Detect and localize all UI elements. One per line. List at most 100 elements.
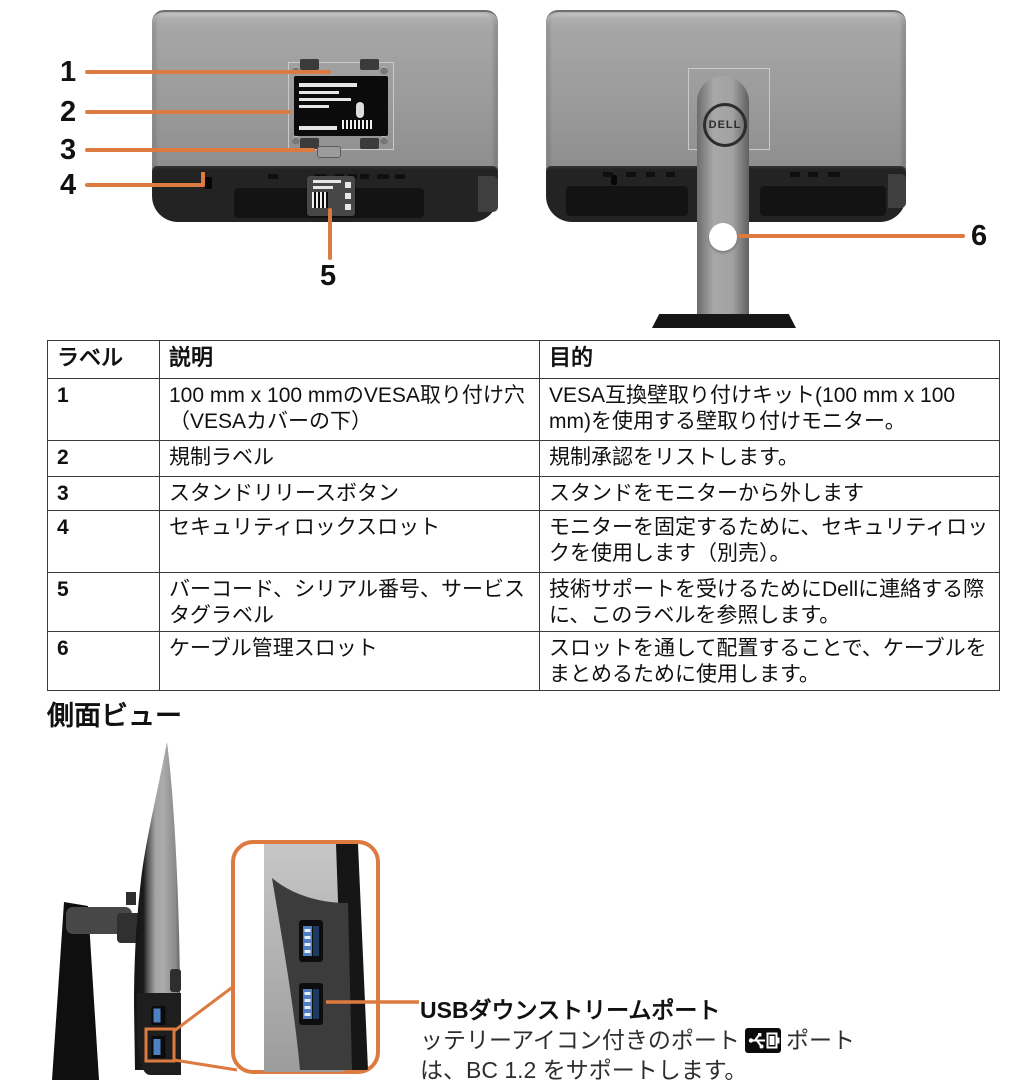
port-recess [566, 186, 688, 216]
vesa-screw-hole [380, 136, 388, 144]
cell-description: セキュリティロックスロット [159, 510, 540, 573]
usb-pin [304, 943, 311, 946]
callout-line-3 [85, 148, 315, 152]
label-barcode [312, 192, 328, 208]
label-mark [299, 91, 339, 94]
col-header-purpose: 目的 [539, 340, 1000, 379]
monitor-back-view-with-stand: DELL [546, 10, 906, 330]
port-recess [760, 186, 886, 216]
usb-desc-text-pre: ッテリーアイコン付きのポート [420, 1027, 740, 1053]
vesa-tab [360, 59, 379, 70]
callout-line-4-tick [201, 172, 205, 185]
port-mark [377, 174, 389, 179]
table-row: 4 セキュリティロックスロット モニターを固定するために、セキュリティロックを使… [47, 510, 1000, 573]
vesa-mount-outline [288, 62, 394, 150]
cell-purpose: スロットを通して配置することで、ケーブルをまとめるために使用します。 [539, 631, 1000, 691]
vesa-screw-hole [380, 66, 388, 74]
table-header-row: ラベル 説明 目的 [47, 340, 1000, 379]
stand-mount-notch [126, 892, 136, 905]
dell-logo-text: DELL [708, 119, 742, 131]
stand-hinge [117, 913, 141, 943]
vesa-tab [300, 138, 319, 149]
usb-port-description: ッテリーアイコン付きのポートポート は、BC 1.2 をサポートします。 [420, 1025, 1000, 1080]
callout-line-4 [85, 183, 205, 187]
dell-logo: DELL [703, 103, 747, 147]
port-mark [603, 172, 613, 177]
vesa-screw-hole [292, 136, 300, 144]
magnifier-connector-line [173, 984, 235, 1033]
security-lock-slot [205, 177, 212, 189]
callout-4: 4 [60, 169, 77, 201]
monitor-back-view [152, 10, 498, 222]
cell-description: 100 mm x 100 mmのVESA取り付け穴（VESAカバーの下） [159, 378, 540, 441]
col-header-description: 説明 [159, 340, 540, 379]
callout-line-1 [85, 70, 331, 74]
usb-pin [304, 929, 311, 932]
cell-label: 3 [47, 476, 160, 511]
vesa-tab [300, 59, 319, 70]
label-description-table: ラベル 説明 目的 1 100 mm x 100 mmのVESA取り付け穴（VE… [47, 340, 1000, 691]
cell-description: ケーブル管理スロット [159, 631, 540, 691]
label-mark [313, 186, 333, 189]
usb-downstream-port-label: USBダウンストリームポート [420, 997, 721, 1023]
callout-3: 3 [60, 134, 77, 166]
label-barcode [342, 120, 372, 129]
label-mark [299, 126, 337, 130]
usb-port-small-tab [153, 1008, 161, 1023]
port-mark [395, 174, 405, 179]
label-mark [299, 98, 351, 101]
callout-line-2 [85, 110, 291, 114]
table-row: 2 規制ラベル 規制承認をリストします。 [47, 440, 1000, 477]
port-mark [828, 172, 840, 177]
callout-line-5 [328, 208, 332, 260]
table-row: 5 バーコード、シリアル番号、サービスタグラベル 技術サポートを受けるためにDe… [47, 572, 1000, 632]
usb-port-tab [303, 926, 312, 956]
cell-purpose: スタンドをモニターから外します [539, 476, 1000, 511]
callout-6: 6 [971, 220, 988, 252]
regulatory-label [294, 76, 388, 136]
port-mark [626, 172, 636, 177]
port-mark [808, 172, 818, 177]
col-header-label: ラベル [47, 340, 160, 379]
usb-pin [304, 950, 311, 953]
port-mark [360, 174, 369, 179]
stand-arm [66, 907, 132, 934]
usb-pin [304, 936, 311, 939]
usb-pin [304, 992, 311, 995]
cell-purpose: モニターを固定するために、セキュリティロックを使用します（別売）。 [539, 510, 1000, 573]
magnifier-inset-content [264, 844, 368, 1072]
side-notch [478, 176, 498, 212]
usb-pin [304, 1006, 311, 1009]
usb-pin [304, 999, 311, 1002]
usb-desc-line2: は、BC 1.2 をサポートします。 [420, 1057, 748, 1080]
hinge-cover-tab [170, 969, 181, 992]
port-mark [790, 172, 800, 177]
stand-base-leg [52, 902, 99, 1080]
label-mark [356, 102, 364, 118]
table-row: 1 100 mm x 100 mmのVESA取り付け穴（VESAカバーの下） V… [47, 378, 1000, 441]
label-mark [313, 180, 341, 183]
magnifier-connector-line [173, 1058, 238, 1072]
usb-port-shade [313, 926, 319, 956]
callout-2: 2 [60, 96, 77, 128]
side-bottom-panel [137, 993, 181, 1075]
vesa-tab [360, 138, 379, 149]
port-mark [666, 172, 675, 177]
cell-description: 規制ラベル [159, 440, 540, 477]
cable-management-slot [709, 223, 737, 251]
section-heading-side-view: 側面ビュー [47, 701, 182, 731]
label-mark [345, 182, 351, 188]
table-row: 6 ケーブル管理スロット スロットを通して配置することで、ケーブルをまとめるため… [47, 631, 1000, 691]
cell-purpose: 技術サポートを受けるためにDellに連絡する際に、このラベルを参照します。 [539, 572, 1000, 632]
usb-port-tab [303, 989, 312, 1019]
stand-release-button [317, 146, 341, 158]
cell-description: バーコード、シリアル番号、サービスタグラベル [159, 572, 540, 632]
monitor-side-profile [134, 742, 181, 1070]
cell-purpose: 規制承認をリストします。 [539, 440, 1000, 477]
callout-1: 1 [60, 56, 77, 88]
label-mark [299, 83, 357, 87]
usb-port-small-tab [153, 1039, 161, 1055]
port-mark [646, 172, 655, 177]
security-lock-slot [611, 175, 617, 185]
